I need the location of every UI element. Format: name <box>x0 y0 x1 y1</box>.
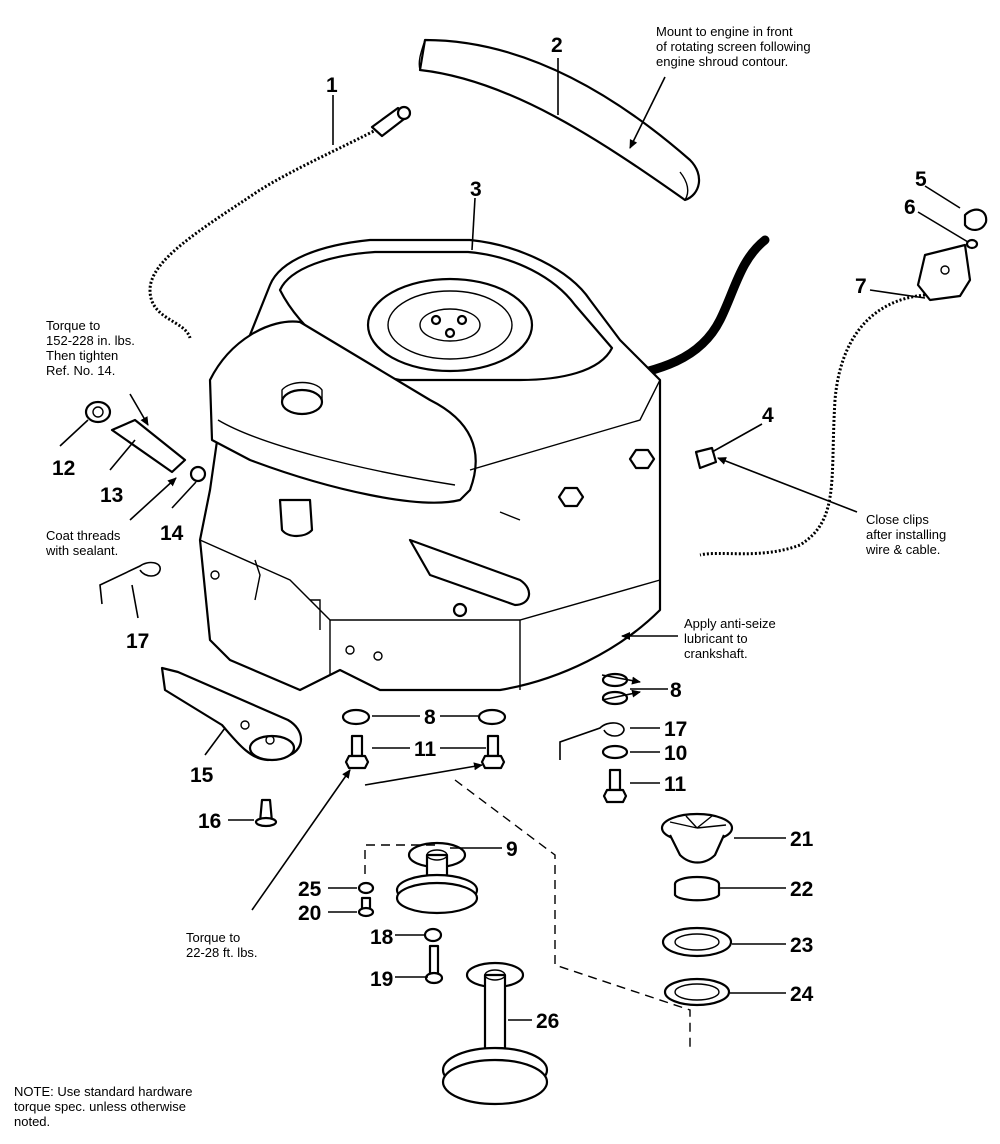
throttle-bracket <box>699 208 988 557</box>
callout-6: 6 <box>904 196 916 219</box>
callout-9: 9 <box>506 838 518 861</box>
washer-10 <box>601 744 629 760</box>
callout-2: 2 <box>551 34 563 57</box>
callout-11a: 11 <box>414 738 437 761</box>
screw-16 <box>254 798 278 828</box>
callout-17a: 17 <box>126 630 149 653</box>
nut-25 <box>357 881 375 895</box>
nut-18 <box>423 927 443 943</box>
callout-11b: 11 <box>664 773 687 796</box>
ring-22 <box>673 875 721 902</box>
callout-15: 15 <box>190 764 214 787</box>
leader-lines <box>59 58 969 1021</box>
callout-13: 13 <box>100 484 123 507</box>
callout-25: 25 <box>298 878 322 901</box>
callout-23: 23 <box>790 934 813 957</box>
note-arrows <box>129 76 858 911</box>
washer-24 <box>663 977 731 1007</box>
pulley-26 <box>441 961 549 1106</box>
fan-21 <box>660 812 734 864</box>
callout-18: 18 <box>370 926 394 949</box>
foam-seal-strip <box>418 38 701 202</box>
engine-assembly <box>198 238 662 692</box>
bearing-23 <box>661 926 733 958</box>
screw-20 <box>357 896 375 918</box>
callout-26: 26 <box>536 1010 559 1033</box>
note-torque-pulley: Torque to 22-28 ft. lbs. <box>186 930 258 960</box>
oil-drain-pipe <box>84 400 207 483</box>
spring-pin-left <box>99 561 161 605</box>
callout-3: 3 <box>470 178 482 201</box>
callout-22: 22 <box>790 878 813 901</box>
callout-12: 12 <box>52 457 75 480</box>
callout-17b: 17 <box>664 718 687 741</box>
callout-16: 16 <box>198 810 221 833</box>
wire-clip <box>694 446 718 470</box>
callout-21: 21 <box>790 828 814 851</box>
spring-pin-right <box>559 722 625 760</box>
washer-8a <box>341 708 371 726</box>
note-coat-threads: Coat threads with sealant. <box>46 528 121 558</box>
callout-19: 19 <box>370 968 393 991</box>
mounting-bracket <box>160 666 303 762</box>
callout-24: 24 <box>790 983 814 1006</box>
note-mount-seal: Mount to engine in front of rotating scr… <box>656 24 811 69</box>
washer-8b <box>477 708 507 726</box>
callout-10: 10 <box>664 742 687 765</box>
callout-7: 7 <box>855 275 867 298</box>
bolt-11b <box>480 734 506 770</box>
bolt-11c <box>602 768 628 804</box>
dashed-guide-right <box>454 779 691 1050</box>
note-footer: NOTE: Use standard hardware torque spec.… <box>14 1084 193 1129</box>
callout-1: 1 <box>326 74 338 97</box>
callout-20: 20 <box>298 902 321 925</box>
dipstick <box>148 105 412 339</box>
note-close-clips: Close clips after installing wire & cabl… <box>866 512 947 557</box>
callout-14: 14 <box>160 522 184 545</box>
callout-8a: 8 <box>424 706 436 729</box>
note-torque-drain: Torque to 152-228 in. lbs. Then tighten … <box>46 318 135 378</box>
bolt-11a <box>344 734 370 770</box>
dashed-guide-left <box>364 844 435 880</box>
note-anti-seize: Apply anti-seize lubricant to crankshaft… <box>684 616 776 661</box>
callout-4: 4 <box>762 404 774 427</box>
callout-5: 5 <box>915 168 927 191</box>
callout-8b: 8 <box>670 679 682 702</box>
bolt-19 <box>424 944 444 985</box>
pulley-9 <box>395 841 479 915</box>
